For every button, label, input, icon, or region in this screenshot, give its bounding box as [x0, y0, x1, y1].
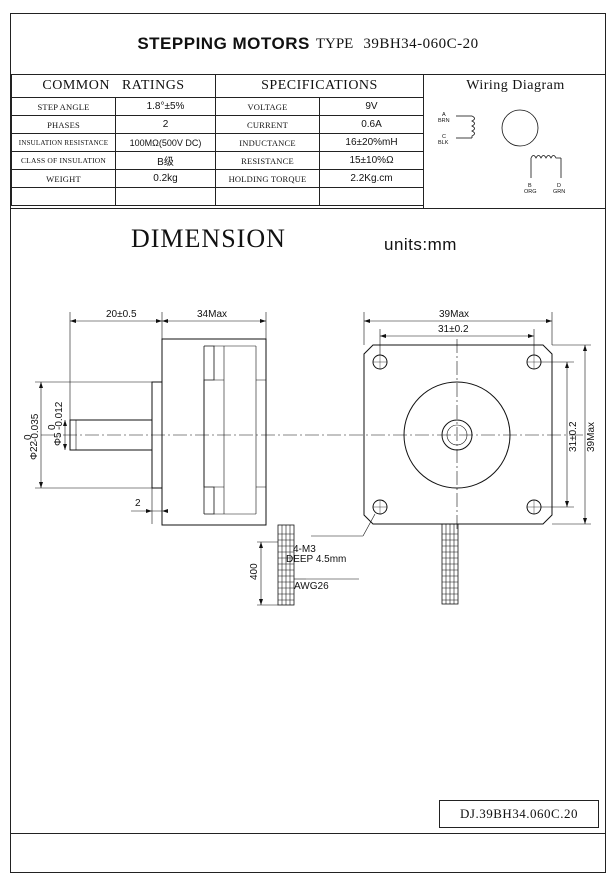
lead-a-color: BRN [438, 118, 450, 124]
coil-2-icon [530, 155, 561, 159]
lead-c-letter: C [442, 134, 446, 140]
units-label: units:mm [384, 235, 457, 254]
boss-tol-bot: -0.035 [30, 413, 41, 442]
drawing-code: DJ.39BH34.060C.20 [439, 800, 599, 828]
wiring-diagram: A BRN C BLK B ORG D GRN [438, 109, 565, 195]
specs-table: COMMON RATINGS SPECIFICATIONS STEP ANGLE… [11, 74, 424, 206]
height-max-label: 39Max [586, 422, 597, 452]
lead-d-color: GRN [553, 189, 565, 195]
hole-pitch-label: 31±0.2 [438, 324, 469, 335]
type-label: TYPE [315, 35, 354, 52]
body-recess-outline [203, 345, 215, 515]
boss-diameter-label: Φ22 [29, 440, 40, 460]
rotor-icon [501, 109, 539, 147]
lead-length-label: 400 [249, 563, 260, 580]
table-divider [11, 208, 605, 209]
drawing-sheet: STEPPING MOTORS TYPE 39BH34-060C-20 COMM… [10, 13, 606, 873]
flange-thickness-label: 2 [135, 498, 141, 509]
title-block: STEPPING MOTORS TYPE 39BH34-060C-20 [11, 14, 605, 75]
motor-body-front [363, 344, 553, 525]
ratings-header: COMMON RATINGS [11, 74, 216, 98]
width-max-label: 39Max [439, 309, 469, 320]
wire-gauge-label: AWG26 [294, 581, 329, 592]
dimension-title: DIMENSION [131, 224, 286, 253]
lead-b-letter: B [528, 183, 532, 189]
product-title: STEPPING MOTORS [137, 34, 310, 53]
model-number: 39BH34-060C-20 [363, 35, 479, 52]
screw-label: 4-M3 [293, 544, 316, 555]
wiring-diagram-panel: Wiring Diagram A BRN C BLK B ORG D GRN [423, 74, 607, 208]
lead-a-letter: A [442, 112, 446, 118]
footer-divider [11, 833, 605, 834]
shaft-tol-top: 0 [47, 424, 58, 430]
hole-pitch-v-label: 31±0.2 [568, 421, 579, 452]
shaft-diameter-label: Φ5 [53, 432, 64, 446]
screw-depth-label: DEEP 4.5mm [286, 554, 346, 565]
boss-tol-top: 0 [23, 434, 34, 440]
lead-d-letter: D [557, 183, 561, 189]
lead-b-color: ORG [524, 189, 537, 195]
lead-c-color: BLK [438, 140, 449, 146]
shaft-length-label: 20±0.5 [106, 309, 137, 320]
wiring-diagram-title: Wiring Diagram [466, 78, 565, 93]
body-length-label: 34Max [197, 309, 227, 320]
coil-1-icon [471, 115, 475, 138]
shaft-tol-bot: -0.012 [54, 401, 65, 430]
motor-dimension-drawing: 20±0.5 34Max 39Max 31±0.2 2 4-M3 DEEP 4.… [23, 309, 597, 606]
